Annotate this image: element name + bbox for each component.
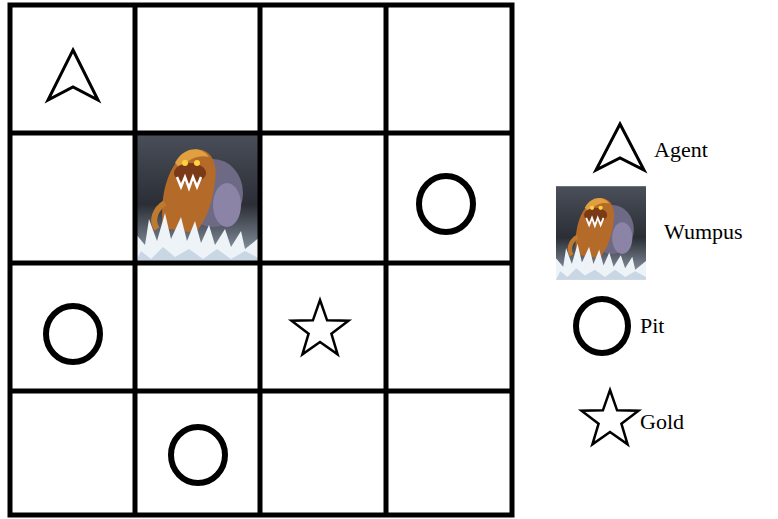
wumpus-legend-sample bbox=[556, 186, 646, 280]
grid bbox=[10, 5, 512, 515]
gold-symbol bbox=[292, 300, 349, 354]
wumpus-picture bbox=[135, 133, 260, 263]
gold-legend-sample bbox=[582, 390, 639, 444]
pit-symbols bbox=[46, 176, 473, 483]
legend-label: Pit bbox=[640, 313, 664, 339]
agent-symbol bbox=[48, 50, 98, 100]
legend-label: Wumpus bbox=[664, 219, 743, 245]
pit-legend-sample bbox=[576, 299, 628, 353]
legend-label: Gold bbox=[640, 409, 684, 435]
legend-label: Agent bbox=[654, 137, 708, 163]
agent-legend-sample bbox=[596, 124, 644, 170]
